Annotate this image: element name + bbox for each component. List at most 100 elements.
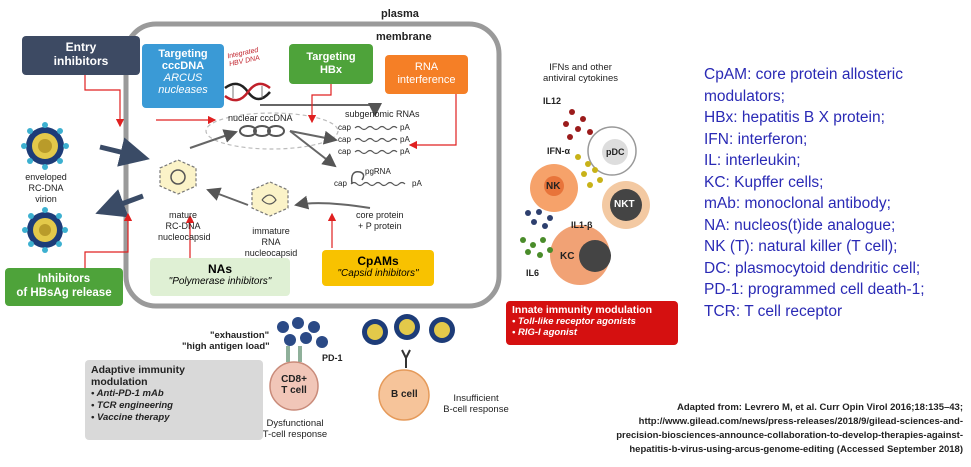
entry-inhibitors-line1: Entry	[65, 40, 97, 54]
targeting-cccdna-line1: Targeting	[158, 48, 208, 60]
legend-line: KC: Kupffer cells;	[704, 173, 824, 191]
kc-label: KC	[560, 251, 575, 262]
b-cell	[378, 369, 430, 421]
nuclear-cccdna-label: nuclear cccDNA	[228, 113, 293, 123]
nucleus-outline	[205, 112, 339, 150]
citation-line: http://www.gilead.com/news/press-release…	[638, 416, 963, 427]
il1b-dots	[525, 209, 553, 229]
integrated-dna-helix	[224, 82, 271, 102]
pa-label-2: pA	[400, 135, 410, 144]
inhibitors-hbsag-line2: of HBsAg release	[16, 287, 112, 299]
adaptive-title-line2: modulation	[91, 376, 148, 388]
rna-interference-line2: interference	[397, 74, 456, 86]
bcell-label: B cell	[391, 389, 418, 400]
targeting-cccdna-line2: cccDNA	[161, 60, 205, 72]
pa-label-3: pA	[400, 147, 410, 156]
entry-inhibitors-line2: inhibitors	[53, 54, 109, 68]
pa-label-1: pA	[400, 123, 410, 132]
il1b-label: IL1-β	[571, 220, 593, 230]
inhibitors-hbsag-line1: Inhibitors	[37, 273, 91, 285]
citation: Adapted from: Levrero M, et al. Curr Opi…	[616, 401, 963, 457]
legend-line: modulators;	[704, 87, 785, 105]
cccdna-rings	[239, 125, 285, 137]
citation-line: Adapted from: Levrero M, et al. Curr Opi…	[677, 402, 963, 413]
legend-line: TCR: T cell receptor	[704, 302, 843, 320]
innate-item-tlr: Toll-like receptor agonists	[517, 316, 636, 327]
innate-modulation-box: Innate immunity modulation • Toll-like r…	[506, 301, 678, 345]
adaptive-item-tcr: TCR engineering	[96, 400, 173, 411]
nas-title: NAs	[207, 262, 232, 276]
targeting-hbx-line1: Targeting	[306, 51, 356, 63]
targeting-cccdna-box: Targeting cccDNA ARCUS nucleases	[142, 44, 224, 108]
il12-label: IL12	[543, 96, 562, 106]
pd1-label: PD-1	[322, 353, 343, 363]
cpams-subtitle: "Capsid inhibitors"	[337, 268, 419, 279]
pdc-label: pDC	[606, 147, 625, 157]
pd1-receptors	[286, 346, 302, 362]
virion-label: enveloped RC-DNA virion	[25, 172, 67, 204]
legend-line: NK (T): natural killer (T cell);	[704, 238, 898, 255]
adaptive-item-vaccine: Vaccine therapy	[96, 412, 170, 423]
citation-line: precision-biosciences-announce-collabora…	[616, 430, 963, 441]
nk-label: NK	[546, 181, 561, 192]
legend-line: NA: nucleos(t)ide analogue;	[704, 216, 896, 234]
immature-nucleocapsid-label: immature RNA nucleocapsid	[244, 226, 298, 258]
nkt-label: NKT	[614, 199, 635, 210]
targeting-hbx-box: Targeting HBx	[289, 44, 373, 84]
targeting-hbx-line2: HBx	[319, 64, 342, 76]
cap-label-2: cap	[338, 135, 351, 144]
subgenomic-rna-lines	[350, 125, 406, 187]
legend-line: IFN: interferon;	[704, 130, 808, 148]
cpams-box: CpAMs "Capsid inhibitors"	[322, 250, 434, 286]
ifn-alpha-dots	[575, 154, 603, 188]
il12-dots	[563, 109, 593, 140]
membrane-label-plasma: plasma	[381, 8, 419, 20]
pgrna-pa-label: pA	[412, 179, 422, 188]
cd8-label: CD8+ T cell	[281, 374, 307, 396]
legend-line: PD-1: programmed cell death-1;	[704, 281, 925, 298]
adaptive-title-line1: Adaptive immunity	[91, 364, 185, 376]
arcus-line1: ARCUS	[163, 72, 203, 84]
legend-line: DC: plasmocytoid dendritic cell;	[704, 259, 921, 277]
adaptive-item-pd1: Anti-PD-1 mAb	[96, 388, 164, 399]
cap-label-3: cap	[338, 147, 351, 156]
pgrna-cap-label: cap	[334, 179, 347, 188]
inhibitors-hbsag-box: Inhibitors of HBsAg release	[5, 268, 123, 306]
high-antigen-label: "high antigen load"	[182, 341, 270, 352]
adaptive-modulation-box: Adaptive immunity modulation • Anti-PD-1…	[85, 360, 263, 440]
core-protein-label: core protein + P protein	[356, 210, 404, 231]
bcell-virions	[362, 314, 455, 345]
dysfunctional-label: Dysfunctional T-cell response	[262, 418, 328, 440]
virion-top-icon	[21, 122, 69, 170]
membrane-label-membrane: membrane	[376, 31, 432, 43]
legend-line: HBx: hepatitis B X protein;	[704, 109, 885, 126]
il6-label: IL6	[526, 268, 540, 278]
innate-modulation-title: Innate immunity modulation	[512, 304, 653, 316]
arcus-line2: nucleases	[158, 84, 208, 96]
legend-line: CpAM: core protein allosteric	[704, 66, 903, 83]
innate-item-rigi: RIG-I agonist	[517, 327, 578, 338]
cap-label-1: cap	[338, 123, 351, 132]
abbreviation-legend: CpAM: core protein allosteric modulators…	[704, 64, 925, 322]
citation-line: hepatitis-b-virus-using-arcus-genome-edi…	[629, 444, 963, 455]
virion-bottom-icon	[22, 207, 68, 253]
legend-line: mAb: monoclonal antibody;	[704, 195, 891, 212]
exhaustion-label: "exhaustion"	[210, 330, 270, 341]
insufficient-label: Insufficient B-cell response	[443, 393, 509, 415]
small-virions	[277, 317, 328, 348]
il6-dots	[520, 237, 553, 258]
mature-nucleocapsid-icon	[159, 159, 197, 195]
immature-nucleocapsid-icon	[251, 181, 289, 217]
entry-inhibitors-box: Entry inhibitors	[22, 36, 140, 75]
cpams-title: CpAMs	[357, 254, 399, 268]
pgrna-loop	[350, 171, 365, 185]
nas-box: NAs "Polymerase inhibitors"	[150, 258, 290, 296]
cd8-cell	[269, 361, 319, 411]
nas-subtitle: "Polymerase inhibitors"	[168, 276, 272, 287]
pgrna-label: pgRNA	[365, 167, 391, 176]
rna-interference-line1: RNA	[414, 61, 439, 73]
mature-nucleocapsid-label: mature RC-DNA nucleocapsid	[158, 210, 211, 242]
innate-header: IFNs and other antiviral cytokines	[543, 62, 618, 84]
subgenomic-rnas-label: subgenomic RNAs	[345, 109, 420, 119]
